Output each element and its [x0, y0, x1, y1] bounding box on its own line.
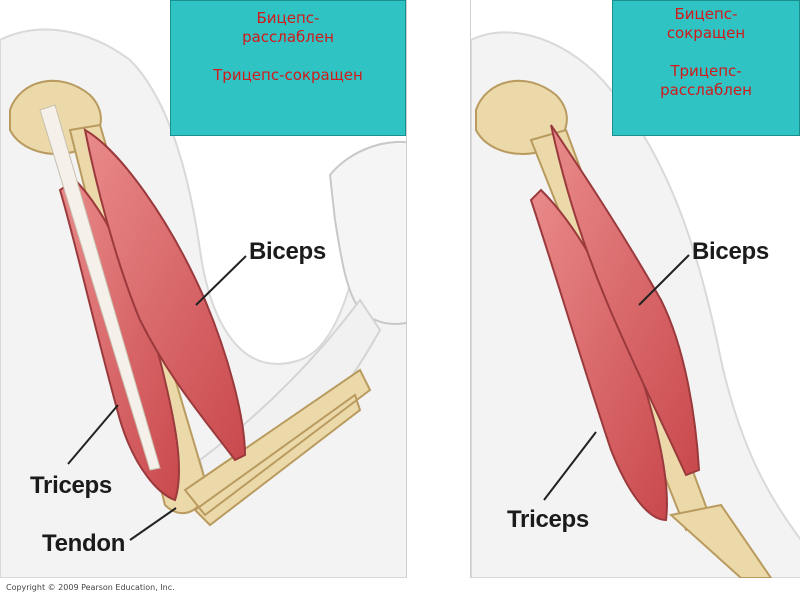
tendon-pointer-line [129, 507, 177, 541]
left-caption-line1: Бицепс- [256, 9, 320, 27]
right-caption-box: Бицепс- сокращен Трицепс- расслаблен [612, 0, 800, 136]
forearm-bones [183, 368, 372, 527]
right-caption-line2: сокращен [666, 24, 746, 42]
copyright-text: Copyright © 2009 Pearson Education, Inc. [6, 583, 175, 592]
fist-shape [328, 140, 406, 325]
biceps-label-right: Biceps [692, 238, 769, 265]
triceps-pointer-line [67, 404, 119, 465]
biceps-muscle [83, 128, 247, 462]
right-caption-line1: Бицепс- [674, 5, 738, 23]
biceps-pointer-line [195, 255, 247, 306]
biceps-label-left: Biceps [249, 238, 326, 265]
forearm-bones [668, 503, 773, 578]
triceps-label-left: Triceps [30, 472, 112, 499]
triceps-pointer-line [543, 431, 597, 501]
biceps-muscle [550, 124, 701, 477]
left-caption-line3: Трицепс-сокращен [213, 66, 363, 84]
tendon [39, 104, 161, 471]
left-caption-box: Бицепс- расслаблен Трицепс-сокращен [170, 0, 406, 136]
biceps-pointer-line [638, 254, 690, 306]
left-caption-line2: расслаблен [242, 28, 334, 46]
triceps-label-right: Triceps [507, 506, 589, 533]
tendon-label: Tendon [42, 530, 126, 557]
left-arm-drawing [0, 28, 406, 578]
right-arm-drawing [471, 31, 800, 578]
right-caption-line3: Трицепс- [670, 62, 742, 80]
right-caption-line4: расслаблен [660, 81, 752, 99]
